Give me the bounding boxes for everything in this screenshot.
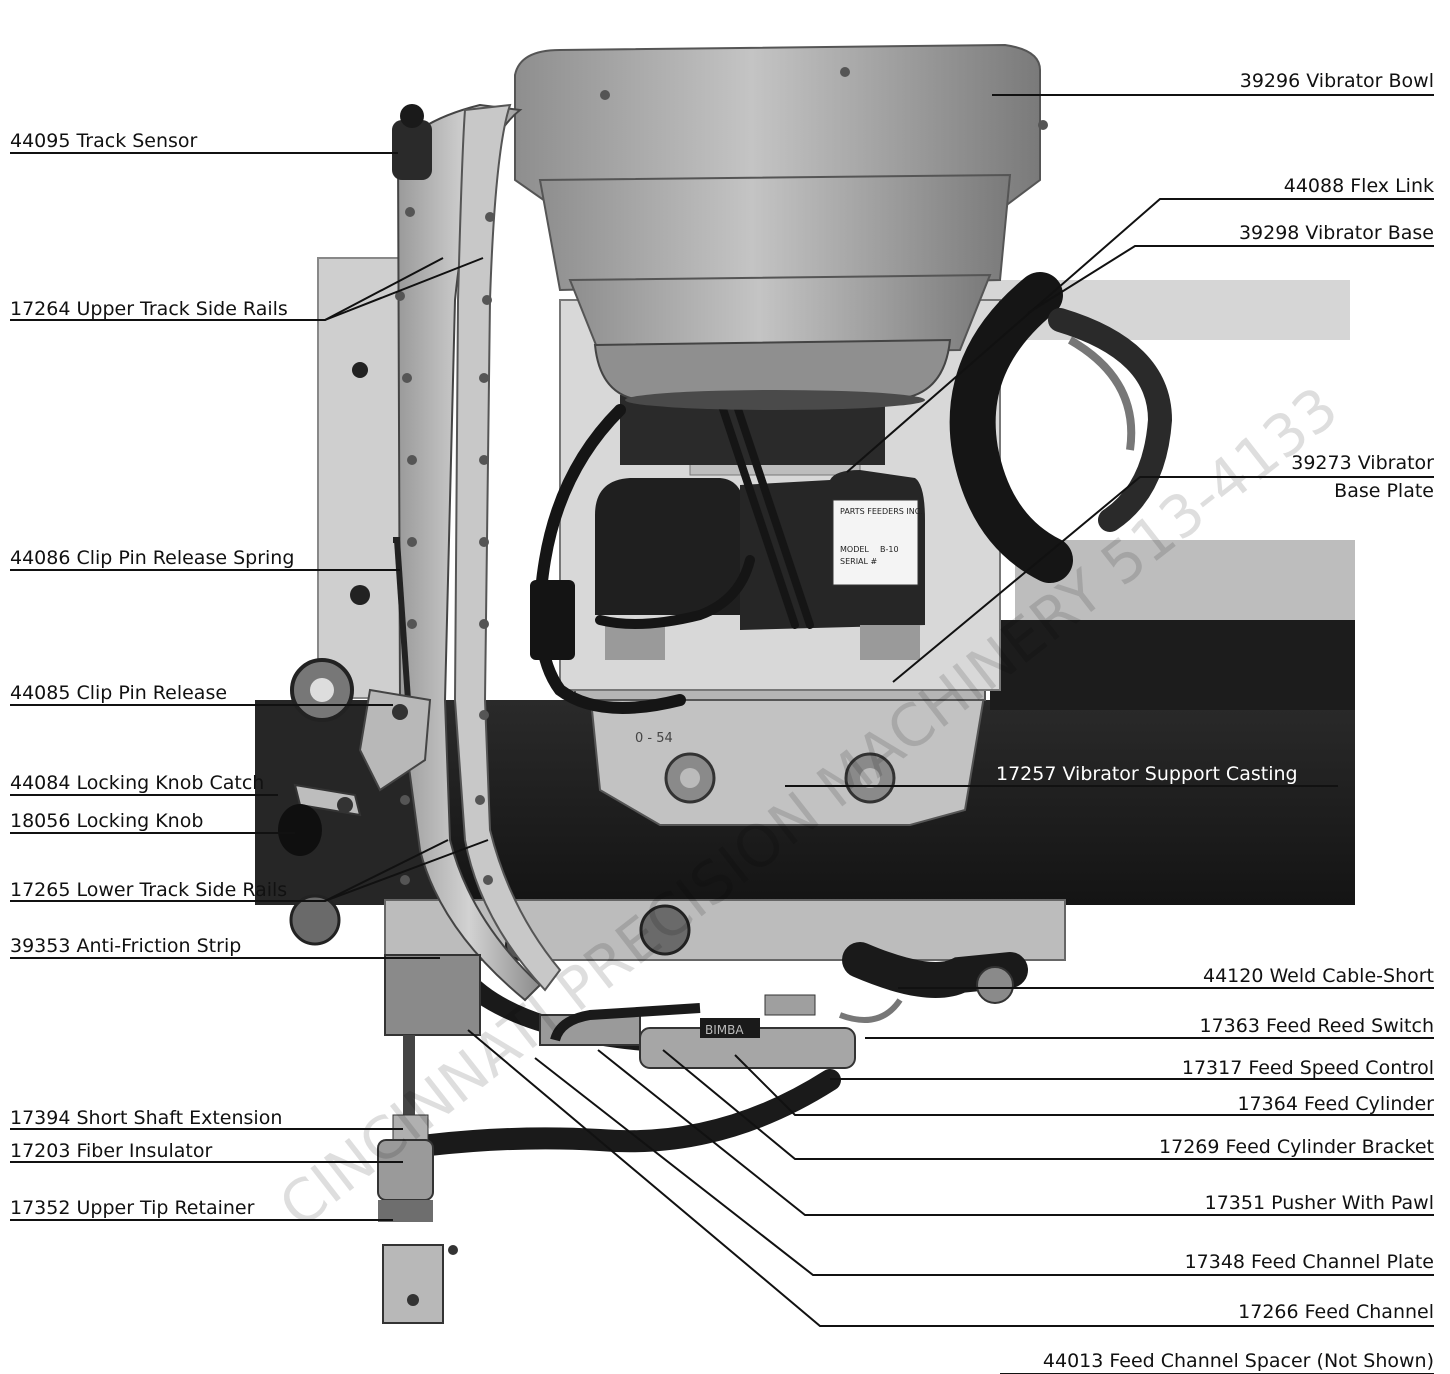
- label-vibrator-base-plate-line1: 39273 Vibrator: [1291, 452, 1434, 474]
- casting-mark: 0 - 54: [635, 731, 673, 746]
- label-track-sensor: 44095 Track Sensor: [10, 130, 198, 152]
- label-feed-cylinder: 17364 Feed Cylinder: [1237, 1093, 1434, 1115]
- power-plug: [530, 580, 575, 660]
- leader-17266: [467, 1029, 1434, 1327]
- label-short-shaft-extension: 17394 Short Shaft Extension: [10, 1107, 283, 1129]
- label-vibrator-base-plate-line2: Base Plate: [1334, 480, 1434, 502]
- vibrator-support-casting: 0 - 54: [588, 689, 987, 826]
- label-clip-pin-release-spring: 44086 Clip Pin Release Spring: [10, 547, 295, 569]
- label-upper-tip-retainer: 17352 Upper Tip Retainer: [10, 1197, 255, 1219]
- leader-44088: [846, 198, 1434, 473]
- label-vibrator-bowl: 39296 Vibrator Bowl: [1239, 70, 1434, 92]
- label-vibrator-support-casting: 17257 Vibrator Support Casting: [996, 763, 1298, 785]
- label-anti-friction-strip: 39353 Anti-Friction Strip: [10, 935, 242, 957]
- leader-17269: [662, 1049, 1434, 1160]
- label-feed-channel-plate: 17348 Feed Channel Plate: [1184, 1251, 1434, 1273]
- clip-pin-release-spring: [393, 537, 411, 701]
- locking-knob: [278, 804, 322, 856]
- label-lower-track-side-rails: 17265 Lower Track Side Rails: [10, 879, 288, 901]
- label-feed-cylinder-bracket: 17269 Feed Cylinder Bracket: [1159, 1136, 1434, 1158]
- label-pusher-with-pawl: 17351 Pusher With Pawl: [1204, 1192, 1434, 1214]
- leader-17348: [534, 1057, 1434, 1276]
- label-locking-knob-catch: 44084 Locking Knob Catch: [10, 772, 265, 794]
- feed-cylinder-assembly: BIMBA: [539, 994, 903, 1069]
- label-weld-cable-short: 44120 Weld Cable-Short: [1202, 965, 1434, 987]
- leader-17264b: [324, 257, 484, 321]
- tag-model-value: B-10: [880, 545, 899, 554]
- cylinder-brand: BIMBA: [705, 1023, 744, 1037]
- label-feed-channel: 17266 Feed Channel: [1238, 1301, 1434, 1323]
- label-clip-pin-release: 44085 Clip Pin Release: [10, 682, 228, 704]
- leader-17351: [597, 1049, 1434, 1216]
- locking-knob-catch: [293, 783, 362, 817]
- tag-model-label: MODEL: [840, 545, 869, 554]
- label-fiber-insulator: 17203 Fiber Insulator: [10, 1140, 213, 1162]
- label-flex-link: 44088 Flex Link: [1283, 175, 1434, 197]
- leader-39273: [892, 476, 1434, 683]
- label-locking-knob: 18056 Locking Knob: [10, 810, 204, 832]
- leader-lines: [10, 94, 1434, 1374]
- leader-17364: [734, 1054, 1434, 1116]
- flex-link: [949, 272, 1173, 583]
- leader-17265b: [324, 839, 489, 902]
- track-sensor: [392, 104, 432, 180]
- tag-maker: PARTS FEEDERS INC.: [840, 507, 923, 516]
- tip-assembly: [377, 954, 481, 1324]
- label-feed-speed-control: 17317 Feed Speed Control: [1181, 1057, 1434, 1079]
- label-vibrator-base: 39298 Vibrator Base: [1238, 222, 1434, 244]
- clip-pin-release: [358, 688, 432, 792]
- label-feed-reed-switch: 17363 Feed Reed Switch: [1199, 1015, 1435, 1037]
- leader-39298: [1027, 245, 1434, 314]
- vibrator-bowl: [514, 43, 1048, 410]
- tag-serial-label: SERIAL #: [840, 557, 878, 566]
- label-upper-track-side-rails: 17264 Upper Track Side Rails: [10, 298, 288, 320]
- label-feed-channel-spacer: 44013 Feed Channel Spacer (Not Shown): [1042, 1350, 1434, 1372]
